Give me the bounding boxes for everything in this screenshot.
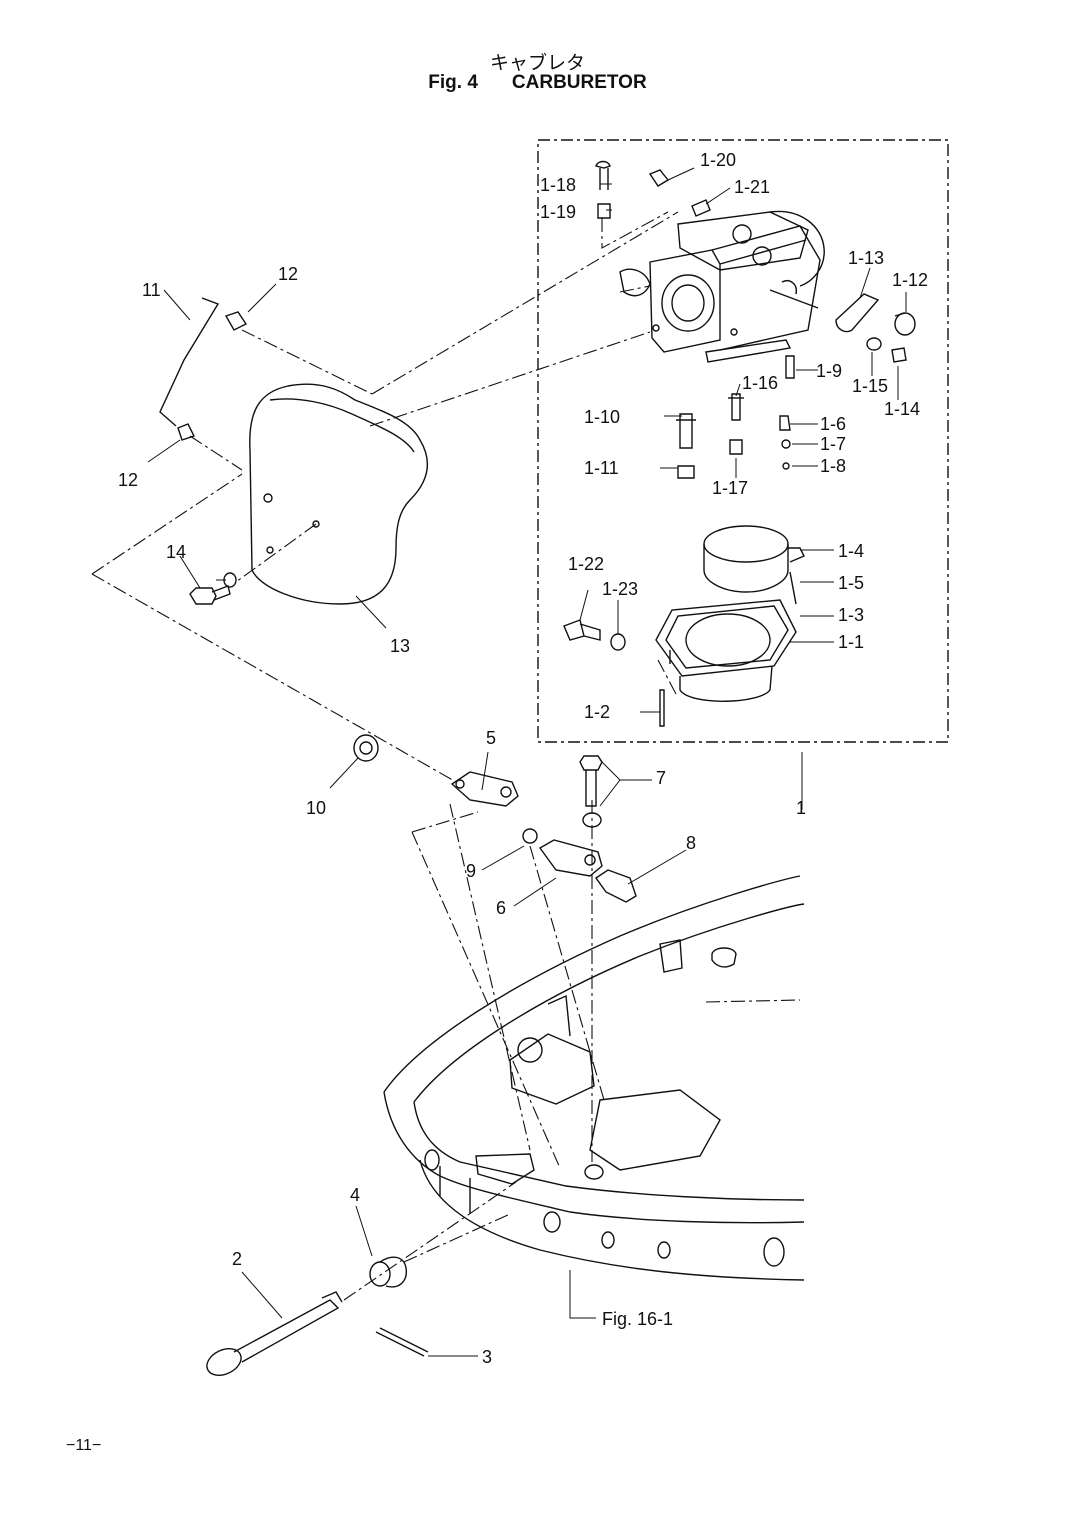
figure-reference: Fig. 16-1 (602, 1309, 673, 1329)
float (703, 525, 805, 605)
callout-5: 5 (486, 728, 496, 748)
callout-1-10: 1-10 (584, 407, 620, 427)
cover-screw (189, 572, 237, 605)
callout-1-22: 1-22 (568, 554, 604, 574)
assembly-lines (91, 211, 801, 1301)
callout-11: 11 (142, 280, 161, 300)
figure-title: Fig. 4 CARBURETOR (0, 72, 1075, 94)
callout-1-17: 1-17 (712, 478, 748, 498)
intake-cover (249, 383, 429, 605)
bracket-parts (353, 734, 637, 903)
callout-1-3: 1-3 (838, 605, 864, 625)
callout-1: 1 (796, 798, 806, 818)
callout-1-21: 1-21 (734, 177, 770, 197)
callout-14: 14 (166, 542, 186, 562)
page-number: −11− (66, 1437, 102, 1454)
callout-1-5: 1-5 (838, 573, 864, 593)
callout-1-11: 1-11 (584, 458, 619, 478)
figure-title-english: CARBURETOR (511, 72, 647, 93)
callout-1-1: 1-1 (838, 632, 864, 652)
callout-labels: 1-20 1-18 1-21 1-19 1-13 1-12 1-9 1-15 1… (118, 150, 928, 1367)
float-chamber (655, 599, 797, 727)
callout-1-19: 1-19 (540, 202, 576, 222)
callout-10: 10 (306, 798, 326, 818)
callout-1-20: 1-20 (700, 150, 736, 170)
title-japanese: キャブレタ (489, 52, 585, 74)
callout-1-13: 1-13 (848, 248, 884, 268)
callout-1-15: 1-15 (852, 376, 888, 396)
callout-4: 4 (350, 1185, 360, 1205)
callout-1-23: 1-23 (602, 579, 638, 599)
bottom-cowling (383, 875, 805, 1281)
callout-1-16: 1-16 (742, 373, 778, 393)
assembly-boundary-box (537, 139, 949, 743)
callout-1-14: 1-14 (884, 399, 920, 419)
callout-2: 2 (232, 1249, 242, 1269)
callout-3: 3 (482, 1347, 492, 1367)
leader-lines (147, 167, 907, 1357)
callout-8: 8 (686, 833, 696, 853)
callout-12-bottom: 12 (118, 470, 138, 490)
figure-number: Fig. 4 (428, 72, 478, 93)
choke-link-rod (159, 297, 248, 441)
callout-9: 9 (466, 861, 476, 881)
throttle-lever-set (835, 293, 916, 363)
jets-and-needle (676, 355, 795, 479)
callout-1-12: 1-12 (892, 270, 928, 290)
callout-13: 13 (390, 636, 410, 656)
callout-1-6: 1-6 (820, 414, 846, 434)
carburetor-body (619, 210, 825, 363)
callout-12-top: 12 (278, 264, 298, 284)
choke-knob-assembly (206, 1256, 429, 1376)
callout-1-18: 1-18 (540, 175, 576, 195)
callout-1-7: 1-7 (820, 434, 846, 454)
callout-6: 6 (496, 898, 506, 918)
drain-screw-set (563, 619, 626, 651)
callout-1-9: 1-9 (816, 361, 842, 381)
pilot-screw-set (595, 160, 711, 219)
callout-1-4: 1-4 (838, 541, 864, 561)
callout-1-8: 1-8 (820, 456, 846, 476)
callout-1-2: 1-2 (584, 702, 610, 722)
callout-7: 7 (656, 768, 666, 788)
